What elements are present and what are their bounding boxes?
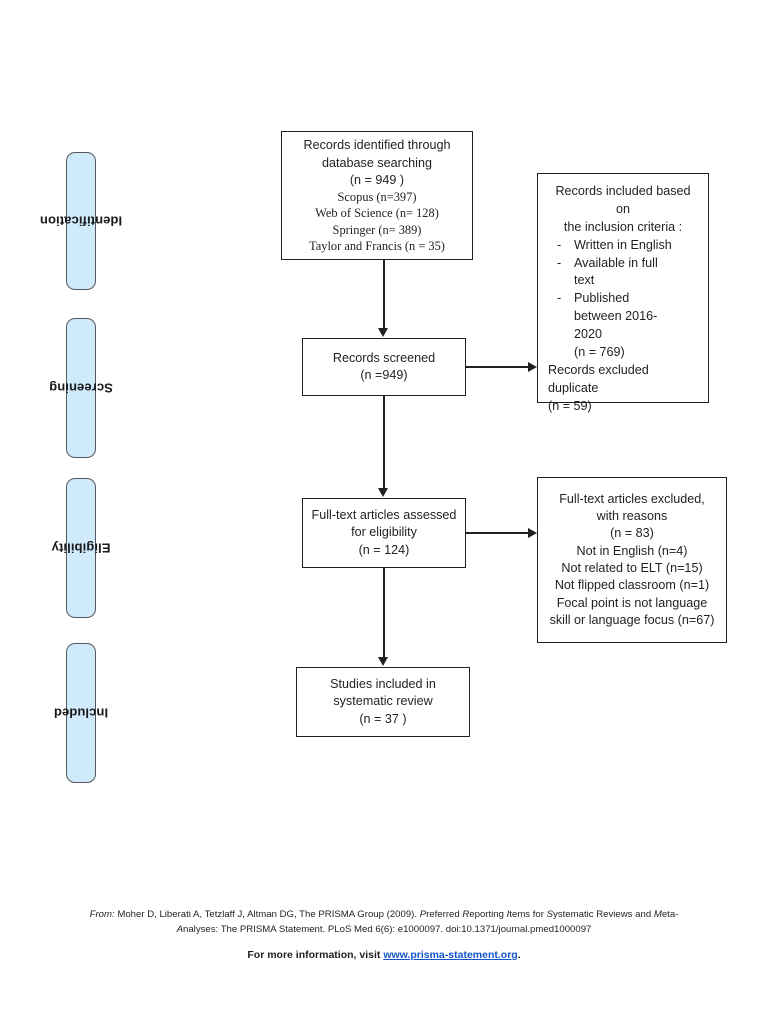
stage-bar-screening: Screening [49,318,113,458]
citation-italic-a: A [176,923,184,935]
fulltext-excluded-reason-2: Not related to ELT (n=15) [561,561,703,575]
records-screened-line-1: Records screened [332,350,436,365]
citation-italic-p: P [419,909,427,920]
studies-included-line-1: Studies included in [330,676,436,691]
inclusion-criteria-bullet-2-cont: text [548,272,698,290]
inclusion-criteria-count: (n = 769) [574,344,625,359]
inclusion-criteria-bullet-3-text-2: between 2016- [574,309,658,324]
inclusion-criteria-heading-2: the inclusion criteria : [563,219,683,234]
fulltext-excluded-count: (n = 83) [610,526,654,541]
records-identified-source-scopus: Scopus (n=397) [337,190,417,205]
stage-bar-identification: Identification [40,152,122,290]
stage-bar-included: Included [54,643,108,783]
footer-citation: From: Moher D, Liberati A, Tetzlaff J, A… [64,908,704,938]
inclusion-criteria-bullet-2-text: Available in full [574,255,658,270]
inclusion-criteria-bullet-3-text: Published [574,291,630,306]
inclusion-criteria-bullet-1-text: Written in English [574,237,672,252]
bullet-dash-icon: - [557,255,562,270]
records-identified-line-2: database searching [322,155,432,170]
fulltext-assessed-line-1: Full-text articles assessed [311,507,457,522]
prisma-statement-link[interactable]: www.prisma-statement.org [383,949,518,961]
records-excluded-duplicate-line-1: Records excluded [548,362,649,377]
inclusion-criteria-bullet-2-text-2: text [574,273,595,288]
stage-label-eligibility: Eligibility [51,540,111,556]
fulltext-excluded-reason-1: Not in English (n=4) [576,543,688,558]
inclusion-criteria-count-row: (n = 769) [548,344,698,362]
stage-bar-eligibility: Eligibility [52,478,110,618]
inclusion-criteria-bullet-1: - Written in English [548,237,698,255]
citation-line-1: From: Moher D, Liberati A, Tetzlaff J, A… [90,909,679,920]
bullet-dash-icon: - [557,237,562,252]
records-identified-line-1: Records identified through [303,138,451,153]
fulltext-excluded-line-1: Full-text articles excluded, [559,491,705,506]
connector-screened-to-criteria [466,366,530,368]
more-info-text: For more information, visit [247,949,384,961]
citation-word-ystematic: ystematic Reviews and [553,909,654,920]
box-records-screened: Records screened (n =949) [302,338,466,396]
box-fulltext-assessed: Full-text articles assessed for eligibil… [302,498,466,568]
records-identified-source-web-of-science: Web of Science (n= 128) [315,206,439,221]
box-records-identified: Records identified through database sear… [281,131,473,260]
arrow-fulltext-to-included [377,657,388,666]
citation-from-label: From: [89,909,115,920]
citation-word-tems: tems for [509,909,547,920]
arrow-fulltext-to-excluded [528,527,537,538]
connector-fulltext-to-excluded [466,532,530,534]
fulltext-excluded-reason-3: Not flipped classroom (n=1) [554,578,710,593]
arrow-screened-to-fulltext [377,488,388,497]
fulltext-excluded-reason-4-line-2: skill or language focus (n=67) [549,613,715,628]
studies-included-count: (n = 37 ) [359,711,407,726]
connector-fulltext-to-included [383,568,385,658]
records-identified-source-springer: Springer (n= 389) [332,222,422,237]
arrow-screened-to-criteria [528,361,537,372]
records-identified-source-taylor-francis: Taylor and Francis (n = 35) [309,238,445,253]
box-studies-included: Studies included in systematic review (n… [296,667,470,737]
stage-label-included: Included [53,705,109,721]
records-excluded-duplicate-line-2: duplicate [548,380,599,395]
citation-word-eporting: eporting [469,909,507,920]
fulltext-assessed-line-2: for eligibility [351,525,417,540]
citation-italic-i: I [506,909,510,920]
bullet-dash-icon: - [557,291,562,306]
footer-more-info: For more information, visit www.prisma-s… [64,949,704,961]
records-identified-count: (n = 949 ) [349,172,405,187]
citation-line-2-text: nalyses: The PRISMA Statement. PLoS Med … [183,923,592,935]
inclusion-criteria-bullet-3-cont-1: between 2016- [548,308,698,326]
citation-authors: Moher D, Liberati A, Tetzlaff J, Altman … [114,909,420,920]
connector-screened-to-fulltext [383,396,385,489]
inclusion-criteria-bullet-3-cont-2: 2020 [548,326,698,344]
records-excluded-duplicate-count: (n = 59) [548,398,592,413]
arrow-identified-to-screened [377,328,388,337]
stage-label-identification: Identification [39,213,123,229]
citation-italic-m: M [653,909,662,920]
inclusion-criteria-bullet-2: - Available in full [548,255,698,273]
studies-included-line-2: systematic review [333,694,433,709]
citation-italic-r: R [462,909,470,920]
fulltext-excluded-reason-4-line-1: Focal point is not language [556,595,708,610]
box-inclusion-criteria: Records included based on the inclusion … [537,173,709,413]
records-screened-count: (n =949) [360,368,408,382]
fulltext-assessed-count: (n = 124) [358,542,410,557]
fulltext-excluded-line-2: with reasons [596,508,668,523]
stage-label-screening: Screening [49,380,113,396]
more-info-suffix: . [517,949,521,961]
box-fulltext-excluded: Full-text articles excluded, with reason… [537,477,727,643]
inclusion-criteria-heading-1: Records included based on [555,184,691,216]
citation-line-2: Analyses: The PRISMA Statement. PLoS Med… [177,924,592,935]
inclusion-criteria-bullet-3: - Published [548,290,698,308]
citation-word-eta: eta- [661,909,679,920]
inclusion-criteria-bullet-3-text-3: 2020 [574,327,603,341]
connector-identified-to-screened [383,260,385,329]
citation-word-referred: referred [426,909,463,920]
citation-italic-s: S [546,909,554,920]
